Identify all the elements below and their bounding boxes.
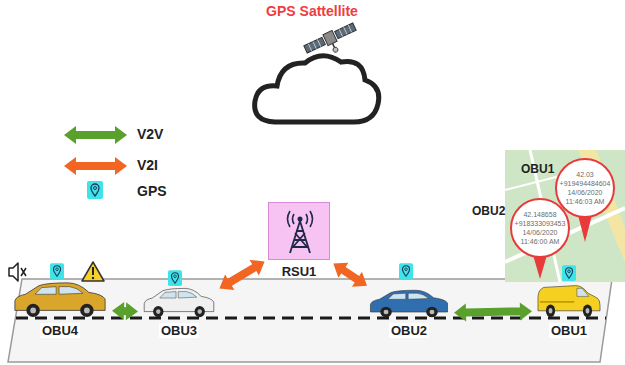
link-arrow bbox=[219, 260, 264, 290]
tower-icon bbox=[275, 207, 325, 257]
legend-label: GPS bbox=[137, 183, 167, 199]
map-callout: OBU242.148658+91833309345314/06/202011:4… bbox=[510, 198, 570, 258]
link-arrow bbox=[112, 302, 138, 320]
label-row: OBU4 bbox=[12, 321, 108, 339]
callout-text: 14/06/2020 bbox=[567, 188, 602, 197]
callout-heading: OBU1 bbox=[521, 162, 554, 176]
callout-heading: OBU2 bbox=[472, 204, 505, 218]
rsu-label: RSU1 bbox=[282, 264, 317, 279]
label-row: RSU1 bbox=[268, 262, 330, 280]
car-wrap bbox=[368, 288, 450, 318]
legend-label: V2V bbox=[137, 126, 163, 142]
vehicle-obu: OBU2 bbox=[368, 288, 450, 339]
car-illustration bbox=[12, 280, 108, 318]
vehicle-obu: OBU3 bbox=[142, 286, 216, 339]
car-illustration bbox=[368, 288, 450, 318]
label-row: OBU2 bbox=[368, 321, 450, 339]
speaker-icon bbox=[9, 263, 26, 281]
cloud bbox=[255, 56, 379, 122]
road bbox=[8, 279, 612, 362]
car-wrap bbox=[142, 286, 216, 318]
link-arrow bbox=[333, 263, 367, 287]
vehicle-obu: OBU1 bbox=[536, 282, 602, 339]
callout-text: 42.03 bbox=[576, 170, 594, 179]
callout-text: 11:46:03 AM bbox=[566, 197, 605, 206]
map-inset bbox=[505, 150, 625, 282]
vehicle-label: OBU2 bbox=[389, 323, 429, 338]
rsu-box bbox=[268, 202, 330, 260]
roadside-unit: RSU1 bbox=[268, 202, 330, 280]
vehicle-obu: OBU4 bbox=[12, 280, 108, 339]
label-row: OBU3 bbox=[142, 321, 216, 339]
vehicle-label: OBU3 bbox=[159, 323, 199, 338]
label-row: OBU1 bbox=[536, 321, 602, 339]
car-illustration bbox=[536, 282, 602, 318]
callout-text: +918333093453 bbox=[515, 219, 566, 228]
callout-text: 14/06/2020 bbox=[522, 228, 557, 237]
car-illustration bbox=[142, 286, 216, 318]
legend-label: V2I bbox=[137, 157, 158, 173]
heading-label: GPS Sattellite bbox=[266, 3, 358, 19]
vehicle-label: OBU4 bbox=[40, 323, 80, 338]
car-wrap bbox=[12, 280, 108, 318]
vehicle-label: OBU1 bbox=[549, 323, 589, 338]
gps-pins bbox=[50, 181, 576, 286]
legend-arrow bbox=[64, 157, 127, 175]
link-arrow bbox=[454, 302, 532, 321]
satellite bbox=[303, 21, 361, 63]
callout-text: 11:46:00 AM bbox=[521, 237, 560, 246]
callout-text: 42.148658 bbox=[523, 210, 556, 219]
callout-text: +919494484604 bbox=[560, 179, 611, 188]
legend-arrow bbox=[64, 126, 127, 144]
warning-sign bbox=[82, 262, 104, 281]
car-wrap bbox=[536, 282, 602, 318]
